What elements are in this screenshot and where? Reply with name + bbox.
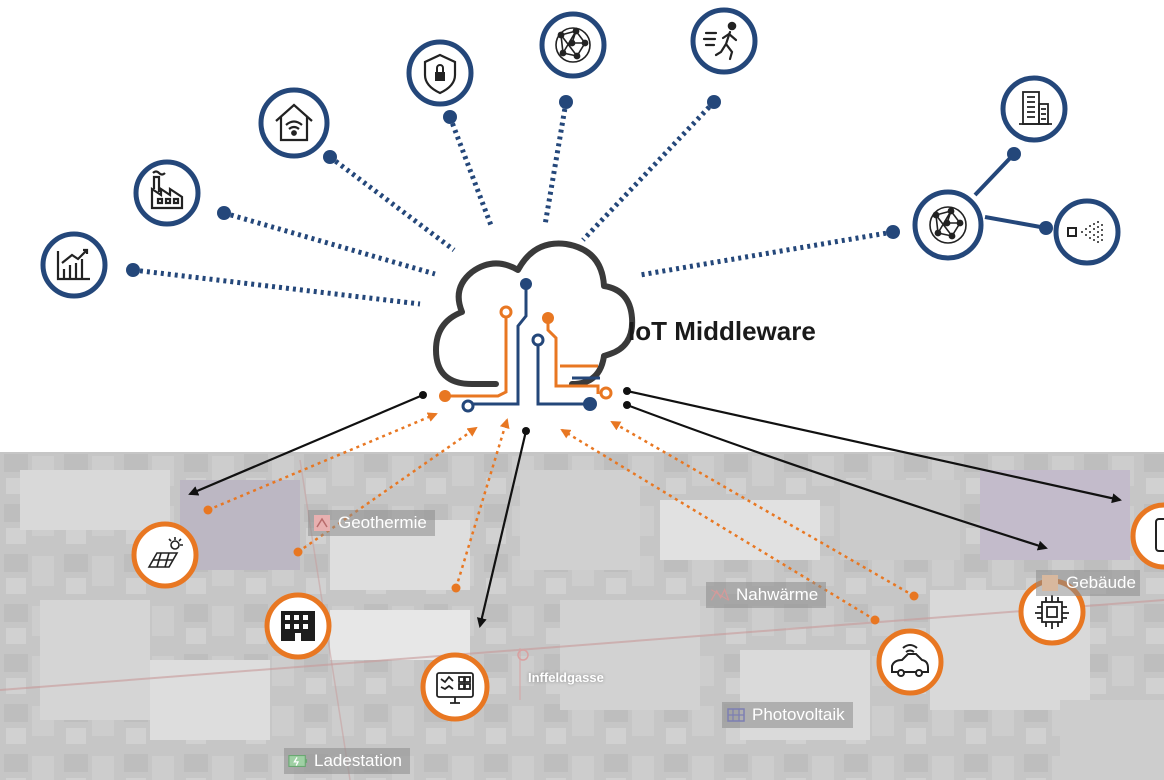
outgoing-arrows bbox=[188, 389, 1122, 628]
sub-network-links bbox=[973, 152, 1047, 230]
map-label-text: Photovoltaik bbox=[752, 705, 845, 724]
map-label-gebaeude: Gebäude bbox=[1036, 570, 1140, 596]
map-label-text: Ladestation bbox=[314, 751, 402, 770]
network-icon bbox=[912, 189, 984, 261]
map-label-text: Gebäude bbox=[1066, 573, 1136, 592]
chart-icon bbox=[40, 231, 108, 299]
building-icon bbox=[1040, 574, 1060, 592]
incoming-arrow-origins bbox=[203, 505, 919, 625]
connection-line-home bbox=[328, 155, 456, 252]
street-marker-icon bbox=[517, 649, 529, 661]
map-label-geothermie: Geothermie bbox=[308, 510, 435, 536]
connection-line-security bbox=[447, 116, 495, 229]
walking-person-icon bbox=[690, 7, 758, 75]
monitoring-dashboard-icon bbox=[420, 652, 490, 722]
connection-endpoints bbox=[126, 95, 900, 277]
map-label-nahwaerme: Nahwärme bbox=[706, 582, 827, 608]
map-label-text: Nahwärme bbox=[736, 585, 819, 604]
office-building-icon bbox=[264, 592, 332, 660]
aerial-map-background bbox=[0, 452, 1164, 780]
smart-home-icon bbox=[258, 87, 330, 159]
connected-car-icon bbox=[876, 628, 944, 696]
network-icon bbox=[539, 11, 607, 79]
smartphone-icon bbox=[1130, 502, 1164, 570]
charging-station-icon bbox=[288, 752, 308, 770]
building-icon bbox=[1000, 75, 1068, 143]
circuit-nodes bbox=[419, 278, 631, 435]
map-label-ladestation: Ladestation bbox=[284, 748, 410, 774]
solar-panel-icon bbox=[131, 521, 199, 589]
connection-line-network bbox=[542, 101, 569, 226]
connection-line-walking bbox=[581, 100, 716, 242]
factory-icon bbox=[133, 159, 201, 227]
circuit-traces bbox=[446, 284, 600, 406]
service-connections bbox=[132, 100, 894, 307]
sensor-icon bbox=[1053, 198, 1121, 266]
connection-line-chart bbox=[132, 267, 421, 307]
shield-lock-icon bbox=[406, 39, 474, 107]
sub-network-node bbox=[1007, 147, 1021, 161]
cloud-icon bbox=[433, 240, 636, 387]
geothermal-icon bbox=[312, 514, 332, 532]
chip-icon bbox=[1018, 578, 1086, 646]
connection-line-factory bbox=[223, 210, 436, 277]
connection-line-smart-building bbox=[639, 229, 894, 278]
street-label: Inffeldgasse bbox=[528, 670, 604, 685]
heating-network-icon bbox=[710, 586, 730, 604]
map-label-photovoltaik: Photovoltaik bbox=[722, 702, 853, 728]
sub-network-node bbox=[1039, 221, 1053, 235]
diagram-title: IoT Middleware bbox=[628, 316, 816, 346]
photovoltaic-icon bbox=[726, 706, 746, 724]
map-label-text: Geothermie bbox=[338, 513, 427, 532]
